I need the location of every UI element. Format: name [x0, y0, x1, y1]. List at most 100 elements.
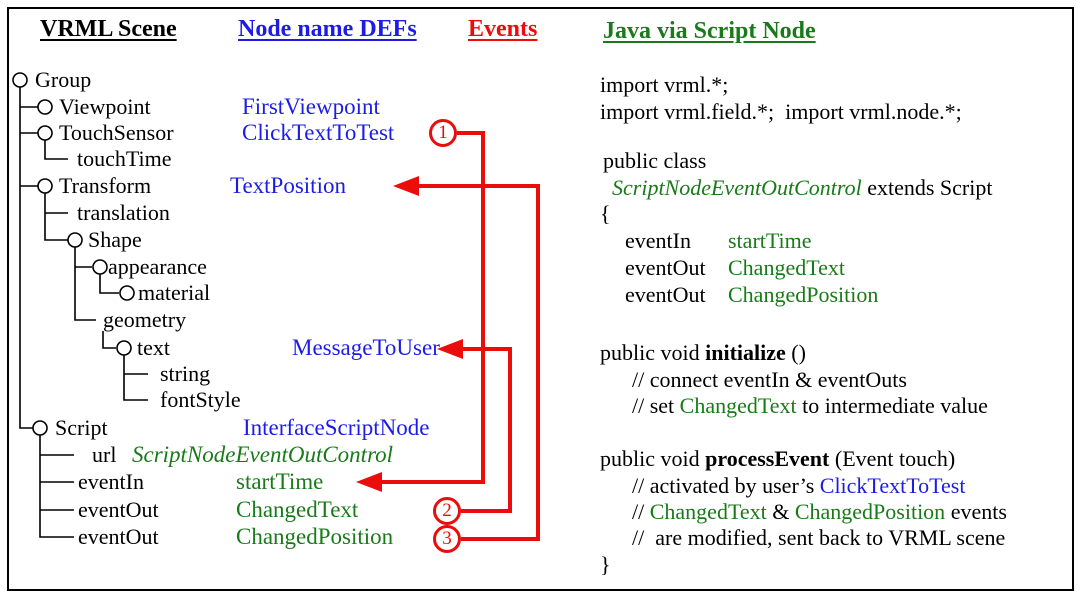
java-code-segment: // set — [632, 393, 680, 418]
tree-label-eventin: eventIn — [78, 469, 144, 494]
arrowhead — [437, 339, 463, 359]
tree-label-url: url — [92, 442, 117, 467]
tree-name-textposition: TextPosition — [230, 173, 346, 198]
java-code-line: // activated by user’s ClickTextToTest — [632, 473, 965, 499]
tree-label-group: Group — [35, 67, 92, 92]
tree-label-transform: Transform — [59, 173, 152, 198]
tree-node-circle — [119, 285, 135, 301]
java-code-segment: { — [600, 201, 611, 226]
tree-label-shape: Shape — [88, 227, 142, 252]
tree-name-clicktexttotest: ClickTextToTest — [242, 120, 395, 145]
java-code-line: // are modified, sent back to VRML scene — [632, 525, 1005, 551]
java-code-segment: eventOut — [625, 255, 706, 280]
java-code-segment: // — [632, 499, 650, 524]
tree-name-scriptnodeeventoutcontrol: ScriptNodeEventOutControl — [132, 442, 394, 467]
tree-label-touchsensor: TouchSensor — [59, 120, 174, 145]
tree-label-text: text — [137, 335, 170, 360]
java-code-segment: events — [945, 499, 1007, 524]
java-code-segment: import vrml.field.*; import vrml.node.*; — [600, 99, 962, 124]
tree-label-geometry: geometry — [103, 307, 187, 332]
java-code-segment: () — [785, 340, 806, 365]
tree-name-interfacescriptnode: InterfaceScriptNode — [243, 415, 430, 440]
java-code-line: ScriptNodeEventOutControl extends Script — [612, 175, 992, 201]
java-code-segment: (Event touch) — [829, 446, 956, 471]
tree-label-material: material — [138, 280, 211, 305]
tree-node-circle — [116, 340, 132, 356]
java-code-segment: to intermediate value — [796, 393, 988, 418]
tree-label-eventout: eventOut — [78, 497, 159, 522]
arrowhead — [393, 176, 419, 196]
header-events: Events — [468, 16, 538, 42]
tree-name-firstviewpoint: FirstViewpoint — [242, 94, 380, 119]
header-vrml-scene: VRML Scene — [40, 16, 177, 42]
java-code-line: // set ChangedText to intermediate value — [632, 393, 988, 419]
java-code-segment: // are modified, sent back to VRML scene — [632, 525, 1006, 550]
java-code-line: } — [600, 552, 611, 578]
tree-node-circle — [37, 125, 53, 141]
event-badge-2: 2 — [433, 497, 461, 525]
java-code-segment: & — [766, 499, 795, 524]
java-code-line: public void initialize () — [600, 340, 806, 366]
event-arrow-1-clicktexttotest-to-starttime — [356, 131, 485, 492]
tree-node-circles — [12, 72, 135, 436]
java-code-line: // ChangedText & ChangedPosition events — [632, 499, 1007, 525]
figure-border — [7, 7, 1074, 591]
java-code-line: { — [600, 201, 611, 227]
java-code-segment: public void — [600, 340, 706, 365]
java-code-segment: ClickTextToTest — [819, 473, 966, 498]
java-code-line: eventOut ChangedText — [625, 255, 845, 281]
event-route-arrows — [356, 131, 540, 541]
tree-name-changedposition: ChangedPosition — [236, 524, 394, 549]
java-code-segment: extends Script — [861, 175, 993, 200]
java-code-segment: startTime — [728, 228, 812, 253]
java-code-line: public void processEvent (Event touch) — [600, 446, 955, 472]
tree-name-messagetouser: MessageToUser — [292, 335, 440, 360]
event-badge-1: 1 — [429, 119, 457, 147]
java-code-segment: } — [600, 552, 611, 577]
tree-label-fontstyle: fontStyle — [160, 387, 241, 412]
tree-label-eventout: eventOut — [78, 524, 159, 549]
header-java-via-script-node: Java via Script Node — [603, 18, 816, 44]
header-node-name-defs: Node name DEFs — [238, 16, 417, 42]
tree-label-appearance: appearance — [108, 254, 207, 279]
tree-node-circle — [32, 420, 48, 436]
tree-name-starttime: startTime — [236, 469, 324, 494]
tree-node-circle — [12, 72, 28, 88]
tree-label-viewpoint: Viewpoint — [59, 94, 151, 119]
java-code-line: import vrml.field.*; import vrml.node.*; — [600, 99, 962, 125]
java-code-segment: ChangedText — [679, 393, 797, 418]
tree-lines — [19, 87, 148, 538]
java-code-segment: ScriptNodeEventOutControl — [612, 175, 862, 200]
java-code-segment: public class — [603, 148, 707, 173]
java-code-segment: // connect eventIn & eventOuts — [632, 367, 907, 392]
java-code-line: // connect eventIn & eventOuts — [632, 367, 907, 393]
java-code-segment: processEvent — [705, 446, 830, 471]
tree-label-translation: translation — [77, 200, 170, 225]
java-code-segment: ChangedText — [649, 499, 767, 524]
tree-node-circle — [92, 259, 108, 275]
java-code-segment: ChangedPosition — [728, 282, 879, 307]
tree-label-string: string — [160, 361, 211, 386]
tree-node-circle — [67, 232, 83, 248]
java-code-line: public class — [603, 148, 706, 174]
java-code-segment: ChangedPosition — [794, 499, 946, 524]
tree-label-touchtime: touchTime — [77, 146, 172, 171]
java-code-line: import vrml.*; — [600, 72, 728, 98]
tree-node-circle — [37, 99, 53, 115]
java-code-segment: import vrml.*; — [600, 72, 729, 97]
java-code-segment: ChangedText — [728, 255, 845, 280]
tree-name-changedtext: ChangedText — [236, 497, 359, 522]
java-code-segment: initialize — [705, 340, 786, 365]
java-code-line: eventOut ChangedPosition — [625, 282, 878, 308]
event-arrow-3-changedposition-to-textposition — [393, 176, 540, 541]
event-arrow-2-changedtext-to-messagetouser — [437, 339, 512, 513]
java-code-segment: // activated by user’s — [632, 473, 820, 498]
java-code-segment: public void — [600, 446, 706, 471]
arrowhead — [356, 472, 382, 492]
java-code-segment: eventOut — [625, 282, 706, 307]
event-badge-3: 3 — [433, 525, 461, 553]
tree-node-circle — [37, 178, 53, 194]
